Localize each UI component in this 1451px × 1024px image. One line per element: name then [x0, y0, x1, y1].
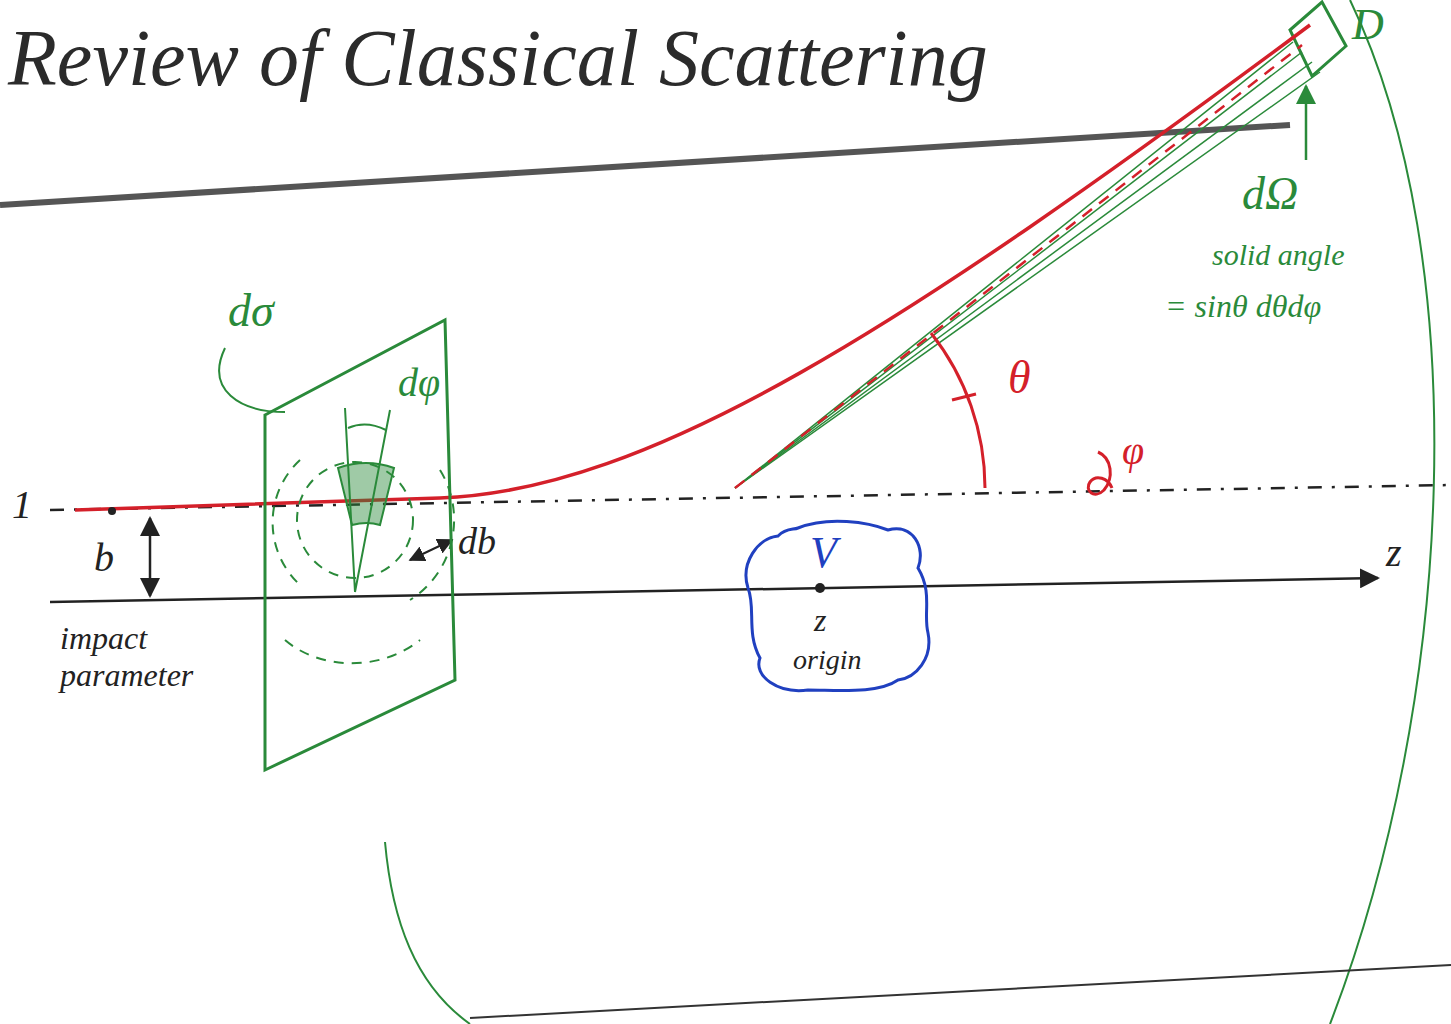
- label: 1: [12, 482, 32, 528]
- cone-line: [735, 62, 1312, 488]
- detector-arrow: [1305, 86, 1308, 160]
- label: impact parameter: [60, 620, 250, 694]
- label: φ: [1122, 428, 1144, 474]
- ring: [410, 470, 454, 600]
- start-dot: [108, 507, 116, 515]
- node-text: z: [814, 602, 826, 639]
- leader-line: [219, 348, 285, 412]
- ring: [285, 640, 420, 663]
- cone-line: [735, 72, 1320, 488]
- incident-line: [50, 485, 1451, 510]
- origin-dot: [815, 583, 825, 593]
- label: D: [1352, 0, 1384, 51]
- angle-tick: [952, 394, 976, 400]
- area-plane-outline: [265, 320, 455, 770]
- wedge-lines: [345, 408, 390, 592]
- node-text: V: [810, 528, 837, 579]
- angle-arc: [931, 333, 985, 488]
- node-text: dφ: [398, 360, 440, 406]
- label: z: [1386, 530, 1402, 576]
- label: solid angle: [1212, 238, 1345, 273]
- area-wedge: [338, 463, 394, 525]
- sphere-arc: [385, 842, 470, 1024]
- area-plane: dφ: [262, 318, 462, 778]
- wedge-arc: [348, 424, 386, 430]
- title-underline: [0, 125, 1290, 205]
- detector: [1290, 2, 1346, 76]
- potential-outline: [746, 521, 929, 690]
- z-axis: [50, 578, 1378, 602]
- sphere-arc: [1330, 0, 1434, 1024]
- label: = sinθ dθdφ: [1165, 288, 1321, 325]
- ring: [273, 460, 300, 585]
- node-text: origin: [793, 644, 861, 676]
- label: dσ: [228, 285, 274, 338]
- label: θ: [1008, 352, 1031, 405]
- label: db: [458, 520, 496, 564]
- label: dΩ: [1242, 168, 1298, 221]
- rotation-mark: [1088, 452, 1112, 494]
- db-arrow: [410, 540, 452, 560]
- title: Review of Classical Scattering: [8, 12, 988, 104]
- impact-arrow: [149, 518, 152, 596]
- ring: [297, 462, 413, 578]
- label: b: [94, 535, 114, 581]
- page-line: [470, 965, 1451, 1018]
- rings: [273, 460, 454, 663]
- potential-region: Vz origin: [738, 508, 938, 698]
